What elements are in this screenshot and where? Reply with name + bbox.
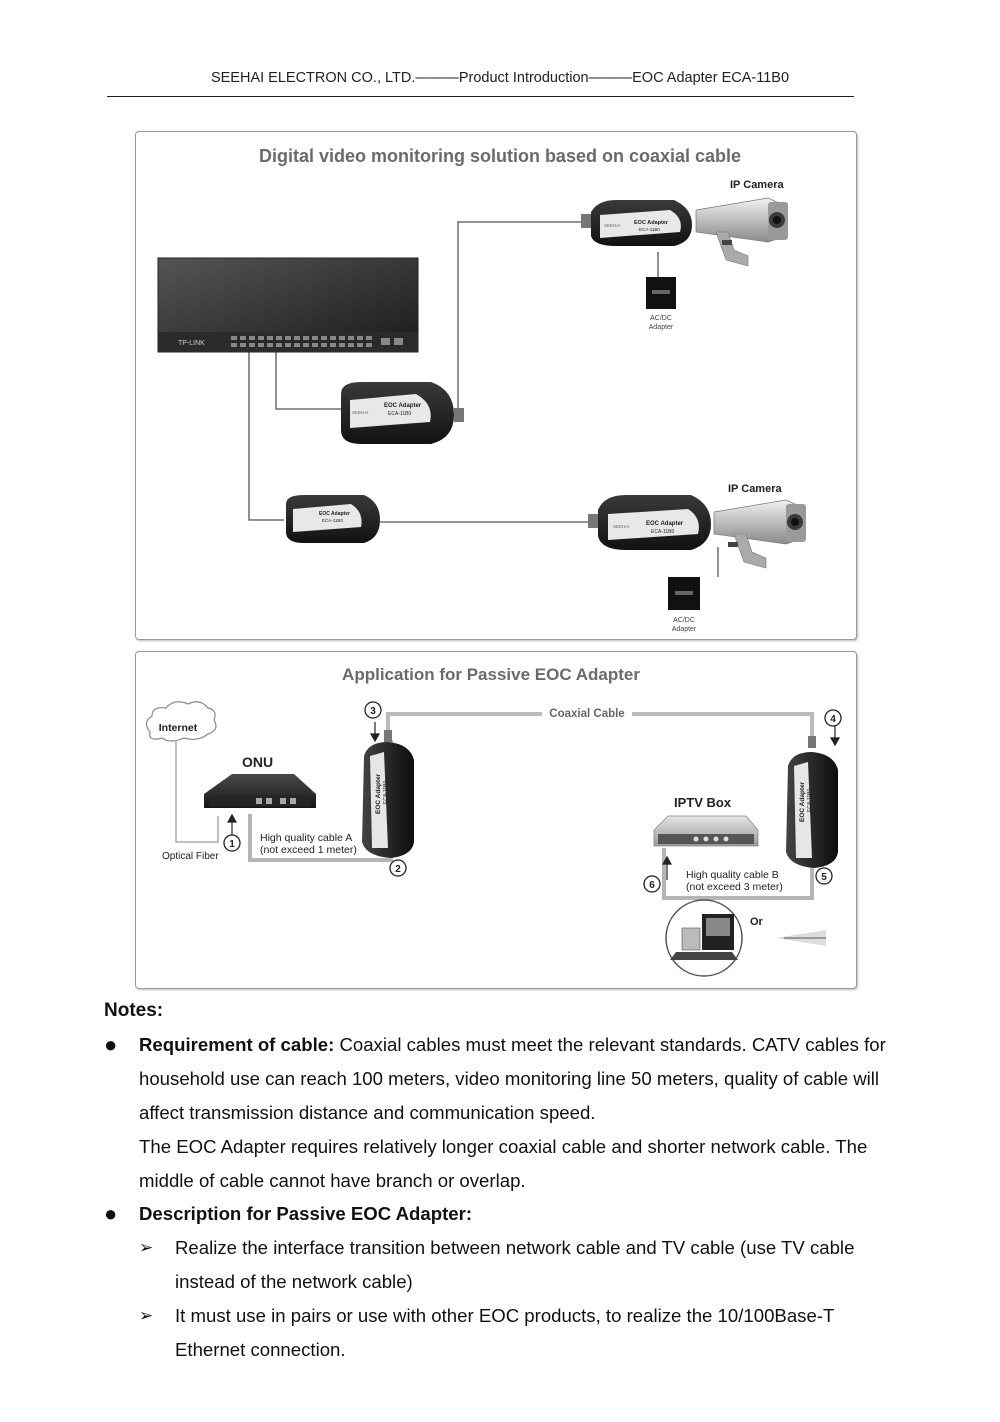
- arrows: [226, 722, 841, 880]
- note-cable-requirement: Requirement of cable: Coaxial cables mus…: [139, 1028, 909, 1130]
- optical-fiber-line: [175, 740, 219, 843]
- ip-camera-top: IP Camera: [695, 179, 788, 267]
- note-label: Requirement of cable:: [139, 1034, 335, 1055]
- note-passive-eoc: Description for Passive EOC Adapter:: [139, 1197, 909, 1231]
- eoc-adapter-right: EOC Adapter ECA-11B0: [786, 736, 838, 868]
- adapter-label: EOC Adapter: [384, 403, 422, 409]
- brand-mark: SEEHAI: [352, 410, 369, 415]
- marker-6: 6: [649, 880, 655, 891]
- adapter-label: EOC Adapter: [375, 773, 382, 814]
- eoc-adapter-top-right: SEEHAI EOC Adapter ECA-11B0: [581, 200, 692, 246]
- page-header: SEEHAI ELECTRON CO., LTD.———Product Intr…: [210, 70, 790, 86]
- internet-cloud-icon: Internet: [145, 701, 217, 742]
- marker-1: 1: [229, 839, 235, 850]
- adapter-model: ECA-11B0: [388, 411, 411, 417]
- ip-camera-bottom: IP Camera: [713, 483, 806, 569]
- camera-label: IP Camera: [728, 483, 782, 495]
- adapter-label: EOC Adapter: [634, 220, 669, 226]
- note-label: Description for Passive EOC Adapter:: [139, 1203, 473, 1224]
- adapter-model: ECA-11B0: [807, 789, 813, 812]
- marker-5: 5: [821, 872, 827, 883]
- eoc-adapter-left: EOC Adapter ECA-11B0: [362, 730, 414, 858]
- notes-title: Notes:: [104, 1000, 164, 1021]
- optical-fiber-label: Optical Fiber: [162, 851, 219, 862]
- adapter-model: ECA-11B0: [322, 518, 343, 523]
- cable-b-label: (not exceed 3 meter): [686, 881, 783, 893]
- power-label: Adapter: [649, 324, 674, 331]
- camera-label: IP Camera: [730, 179, 784, 191]
- onu-device: [204, 774, 316, 808]
- iptv-box-device: [653, 815, 759, 847]
- adapter-label: EOC Adapter: [799, 781, 806, 822]
- note-cable-extra: The EOC Adapter requires relatively long…: [139, 1136, 868, 1191]
- cable-a-label: High quality cable A: [260, 832, 352, 844]
- eoc-adapter-bottom-left: EOC Adapter ECA-11B0: [286, 495, 380, 543]
- network-switch: TP-LINK: [157, 257, 419, 353]
- adapter-label: EOC Adapter: [646, 521, 684, 527]
- subnote-pairs: It must use in pairs or use with other E…: [175, 1305, 835, 1360]
- brand-mark: SEEHAI: [613, 524, 630, 529]
- subnote-interface: Realize the interface transition between…: [175, 1237, 855, 1292]
- cable-b: [662, 848, 814, 900]
- figure2-diagram: Application for Passive EOC Adapter Inte…: [145, 665, 842, 977]
- adapter-model: ECA-11B0: [383, 781, 389, 804]
- brand-mark: SEEHAI: [604, 223, 621, 228]
- marker-2: 2: [395, 864, 401, 875]
- eoc-adapter-center: SEEHAI EOC Adapter ECA-11B0: [341, 382, 464, 444]
- adapter-label: EOC Adapter: [319, 511, 350, 517]
- cable-b-label: High quality cable B: [686, 869, 779, 881]
- figure-coaxial-monitoring: Digital video monitoring solution based …: [135, 131, 857, 640]
- bullet-dot: ●: [104, 1201, 118, 1226]
- arrow-bullet-icon: ➢: [139, 1238, 154, 1257]
- power-adapter-top: AC/DC Adapter: [646, 277, 676, 331]
- power-label: Adapter: [672, 626, 697, 633]
- header-rule: [107, 96, 854, 97]
- bullet-dot: ●: [104, 1032, 118, 1057]
- internet-label: Internet: [159, 722, 198, 734]
- onu-label: ONU: [242, 754, 273, 770]
- cables: [248, 221, 719, 577]
- adapter-model: ECA-11B0: [639, 227, 660, 232]
- power-label: AC/DC: [650, 315, 672, 322]
- eoc-adapter-bottom-right: SEEHAI EOC Adapter ECA-11B0: [588, 495, 711, 550]
- iptv-box-label: IPTV Box: [674, 795, 732, 810]
- adapter-model: ECA-11B0: [651, 529, 674, 535]
- figure2-title: Application for Passive EOC Adapter: [342, 665, 640, 684]
- computer-icon: Or: [665, 899, 826, 977]
- figure1-title: Digital video monitoring solution based …: [259, 146, 741, 166]
- figure-passive-eoc: Application for Passive EOC Adapter Inte…: [135, 651, 857, 989]
- power-label: AC/DC: [673, 617, 695, 624]
- step-markers: 1 2 3 4 5 6: [223, 701, 842, 893]
- coaxial-cable-label: Coaxial Cable: [549, 708, 624, 720]
- marker-3: 3: [370, 706, 376, 717]
- figure1-diagram: Digital video monitoring solution based …: [157, 146, 806, 633]
- marker-4: 4: [830, 714, 836, 725]
- power-adapter-bottom: AC/DC Adapter: [668, 577, 700, 633]
- cable-a-label: (not exceed 1 meter): [260, 844, 357, 856]
- arrow-bullet-icon: ➢: [139, 1306, 154, 1325]
- or-label: Or: [750, 916, 764, 928]
- note-text: Coaxial cables must meet the relevant st…: [139, 1034, 886, 1123]
- switch-brand: TP-LINK: [178, 340, 205, 347]
